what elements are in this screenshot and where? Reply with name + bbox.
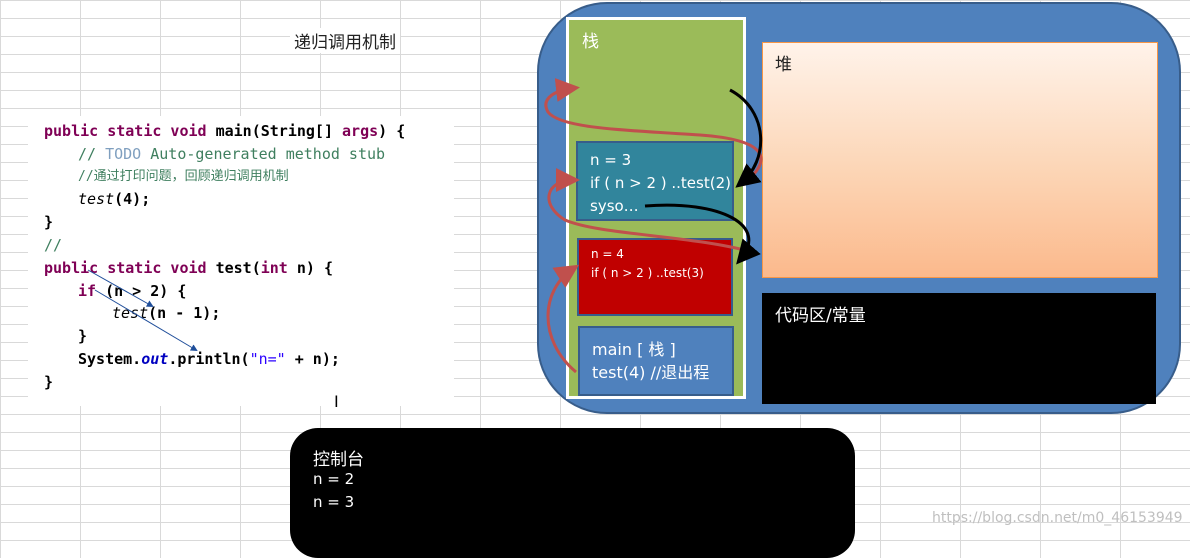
heap-area [762,42,1158,278]
code-line-8: if (n > 2) { [78,280,186,302]
frame-line: if ( n > 2 ) ..test(3) [591,266,704,280]
code-text: + n); [285,350,340,368]
code-text: (4); [114,190,151,208]
code-text: System. [78,350,142,368]
method-call: test [78,190,115,208]
text-cursor-icon: I [334,392,339,411]
code-text: (n > 2) { [96,282,187,300]
diagram-title: 递归调用机制 [290,28,400,53]
todo-tag: TODO [105,145,142,163]
stack-frame-n4: n = 4 if ( n > 2 ) ..test(3) [577,238,733,316]
keyword: public static void [44,122,207,140]
code-text: ) { [378,122,406,140]
call-arrow-n3-to-n2 [544,78,763,182]
stack-label: 栈 [582,32,599,52]
keyword: public static void [44,259,207,277]
call-arrow-n4-to-n3 [547,168,753,254]
watermark: https://blog.csdn.net/m0_46153949 [932,510,1183,526]
comment-text: Auto-generated method stub [141,145,386,163]
code-panel: public static void main(String[] args) {… [28,116,454,406]
frame-line: main [ 栈 ] [592,340,676,359]
code-text: (n - 1); [148,304,221,322]
console-output-line: n = 2 [313,470,355,488]
console-panel: 控制台 n = 2 n = 3 [290,428,855,558]
method-call: test [112,304,149,322]
heap-label: 堆 [775,55,792,75]
code-constant-area [762,293,1156,404]
code-line-12: } [44,373,54,391]
return-arrow-n3-to-n4 [644,203,761,265]
return-arrow-n2-to-n3 [729,88,763,188]
comment-prefix: // [78,145,106,163]
code-text: main(String[] [206,122,343,140]
code-line-3: //通过打印问题，回顾递归调用机制 [78,169,289,184]
code-line-4: test(4); [78,188,150,210]
code-line-11: System.out.println("n=" + n); [78,348,340,370]
frame-line: test(4) //退出程 [592,363,710,382]
code-line-7: public static void test(int n) { [44,257,333,279]
console-label: 控制台 [313,450,364,470]
call-arrow-main-to-n4 [546,264,580,374]
code-line-2: // TODO Auto-generated method stub [78,143,385,165]
frame-line: syso… [590,197,639,215]
code-line-1: public static void main(String[] args) { [44,120,405,142]
frame-line: n = 3 [590,151,632,169]
code-text: .println( [168,350,250,368]
console-output-line: n = 3 [313,493,355,511]
param-name: args [342,122,379,140]
code-line-10: } [78,327,88,345]
code-line-5: } [44,213,54,231]
keyword: if [78,282,97,300]
code-arrow-b [94,289,198,352]
string-literal: "n=" [249,350,286,368]
stack-frame-main: main [ 栈 ] test(4) //退出程 [578,326,734,396]
code-area-label: 代码区/常量 [775,306,866,326]
code-text: test( [206,259,261,277]
field-name: out [141,350,169,368]
frame-line: n = 4 [591,247,624,261]
frame-line: if ( n > 2 ) ..test(2) [590,174,731,192]
arrows-layer [87,78,763,374]
code-text: n) { [287,259,333,277]
code-line-6: // [44,236,63,254]
code-arrow-a [87,269,154,307]
keyword: int [260,259,288,277]
code-line-9: test(n - 1); [112,302,220,324]
